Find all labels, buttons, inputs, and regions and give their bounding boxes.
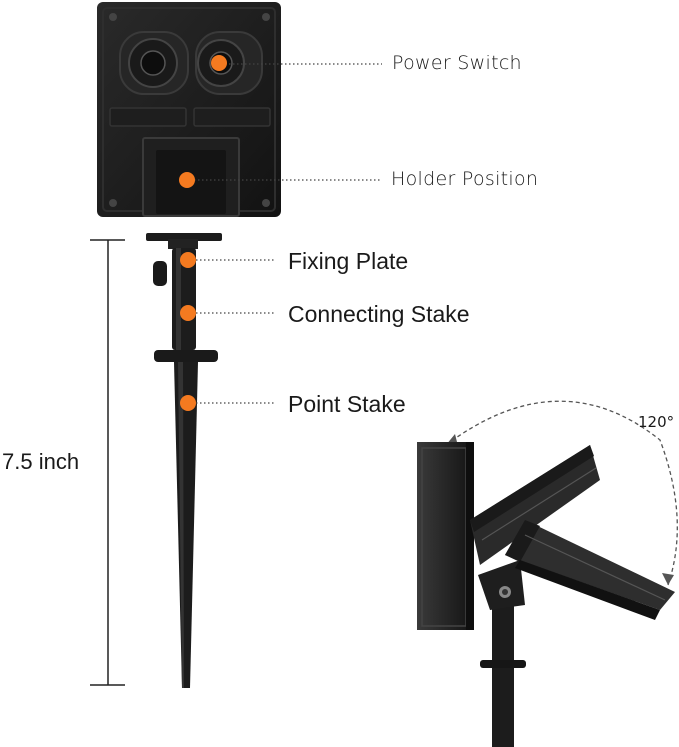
height-dimension [90,239,125,686]
marker-connecting-stake [180,305,196,321]
marker-fixing-plate [180,252,196,268]
marker-power-switch [211,55,227,71]
height-label: 7.5 inch [2,449,80,474]
marker-point-stake [180,395,196,411]
marker-holder-position [179,172,195,188]
fixing-plate-label: Fixing Plate [288,248,409,274]
panel-tilted-lower [505,520,675,620]
left-knob [119,31,189,95]
leader-lines [190,63,382,404]
point-stake-label: Point Stake [288,391,406,417]
connecting-stake-label: Connecting Stake [288,301,470,327]
ground-stake [146,233,222,688]
power-switch-label: Power Switch [392,52,522,74]
angle-demo [417,400,678,747]
light-unit-back [97,2,281,217]
angle-label: 120° [638,413,675,431]
panel-tilted-upper [470,445,600,565]
holder-position-label: Holder Position [391,168,539,190]
panel-vertical [417,442,474,630]
power-switch-knob [195,31,263,95]
